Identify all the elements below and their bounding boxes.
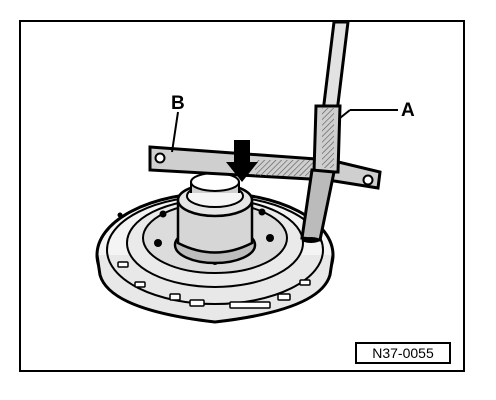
press-arrow-icon — [226, 140, 258, 182]
figure-code: N37-0055 — [355, 342, 451, 364]
leader-line-a — [339, 109, 351, 119]
central-hub — [173, 172, 257, 265]
leader-line-b — [171, 111, 179, 153]
crossbar-b — [148, 145, 382, 190]
callout-b: B — [171, 93, 185, 114]
callout-a: A — [401, 100, 415, 121]
handle-a — [300, 20, 350, 243]
